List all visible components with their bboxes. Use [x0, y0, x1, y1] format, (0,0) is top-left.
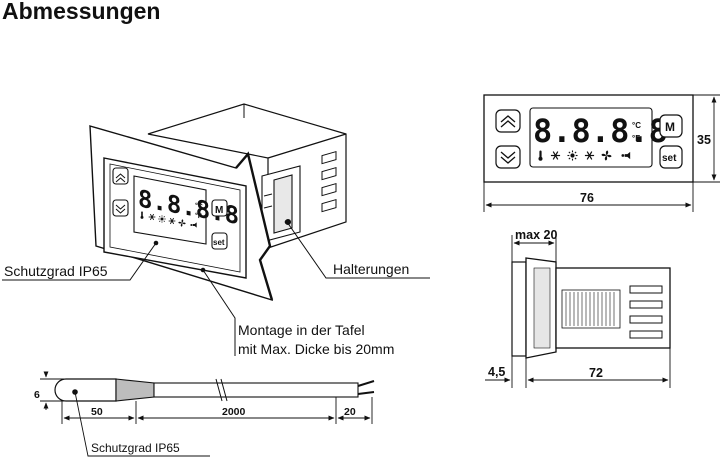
m-button-label: M	[665, 120, 675, 134]
iso-up-button[interactable]	[112, 167, 129, 185]
dim-front-height: 35	[697, 133, 711, 147]
device-side-view	[511, 257, 671, 359]
iso-set-button[interactable]	[211, 232, 228, 250]
display-digits: 8.8.8.8	[533, 112, 668, 150]
label-mounting-2: mit Max. Dicke bis 20mm	[238, 341, 394, 357]
page-title: Abmessungen	[2, 0, 161, 24]
dim-bezel: 4,5	[488, 365, 505, 379]
chevron-down-icon	[500, 151, 516, 164]
label-brackets: Halterungen	[333, 261, 409, 277]
dim-front-width: 76	[580, 191, 594, 205]
down-button[interactable]	[495, 145, 521, 169]
m-button[interactable]	[659, 114, 683, 138]
sun-icon	[158, 215, 166, 223]
iso-m-label: M	[215, 205, 223, 216]
iso-chevron-down-icon	[115, 204, 126, 214]
dim-cable-length: 2000	[222, 406, 246, 418]
sun-icon	[567, 150, 578, 161]
unit-f: °F	[632, 134, 640, 143]
iso-down-button[interactable]	[112, 199, 129, 217]
iso-m-button[interactable]	[211, 199, 228, 217]
set-button-label: set	[662, 153, 677, 164]
mounting-bracket	[261, 165, 301, 243]
device-front-view: 8.8.8.8 °C °F M set	[483, 94, 694, 183]
dim-depth: 72	[589, 366, 603, 380]
set-button[interactable]	[659, 145, 683, 169]
chevron-up-icon	[500, 115, 516, 128]
iso-set-label: set	[213, 238, 225, 247]
dim-cable-end: 20	[344, 406, 356, 418]
label-protection-probe: Schutzgrad IP65	[91, 441, 180, 455]
iso-unit-c: °C	[195, 201, 203, 210]
iso-chevron-up-icon	[115, 173, 126, 183]
dim-probe-tip: 50	[91, 406, 103, 418]
label-mounting-1: Montage in der Tafel	[238, 322, 365, 338]
dim-panel-max: max 20	[515, 228, 557, 242]
probe-drawing	[54, 378, 375, 402]
label-protection-front: Schutzgrad IP65	[4, 263, 108, 279]
dim-probe-diameter: 6	[34, 389, 40, 401]
device-isometric-view: 8.8.8.8 °C °F M set	[89, 103, 347, 302]
unit-c: °C	[632, 121, 641, 130]
iso-unit-f: °F	[195, 211, 203, 220]
